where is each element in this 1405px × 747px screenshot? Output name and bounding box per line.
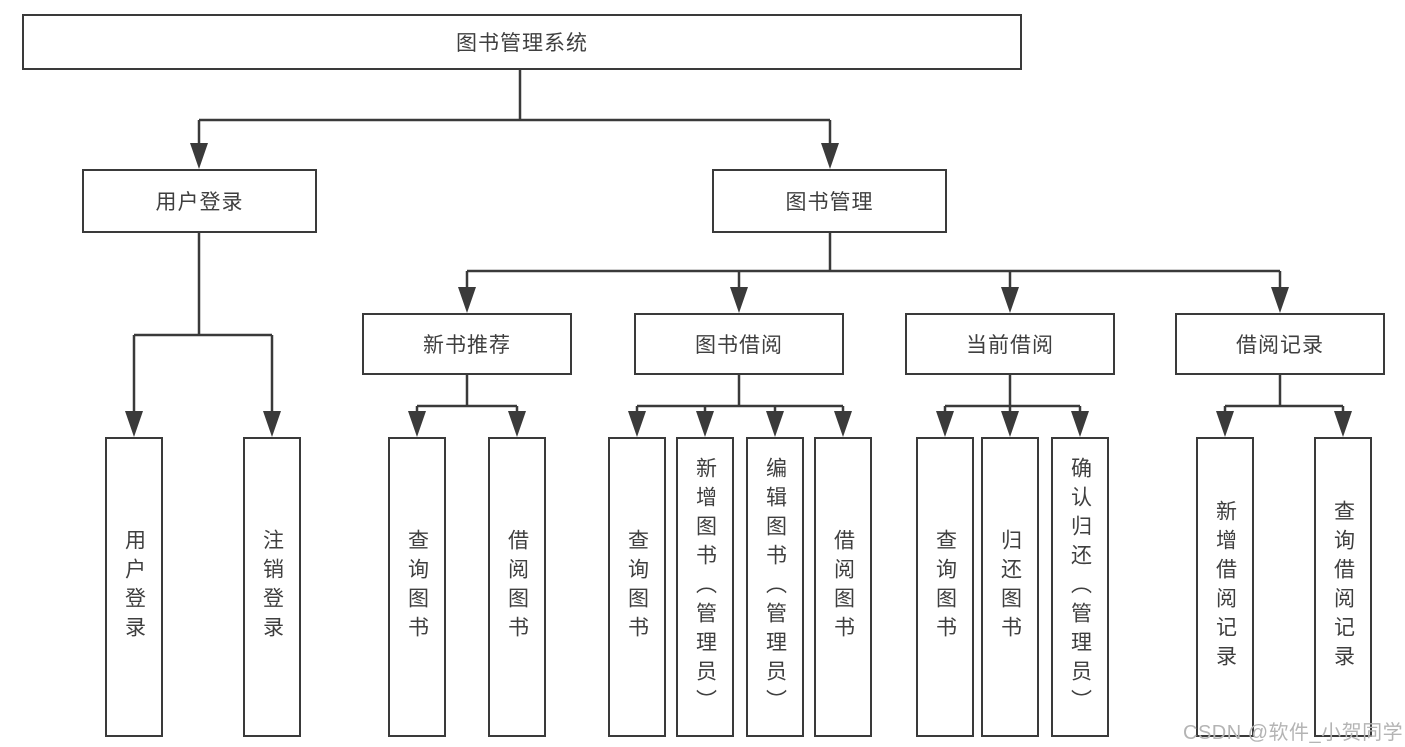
node-current-borrow: 当前借阅	[905, 313, 1115, 375]
node-book-borrow: 图书借阅	[634, 313, 844, 375]
node-borrow-records: 借阅记录	[1175, 313, 1385, 375]
leaf-query-borrow-record: 查询借阅记录	[1314, 437, 1372, 737]
leaf-query-books-current: 查询图书	[916, 437, 974, 737]
leaf-add-book-admin: 新增图书（管理员）	[676, 437, 734, 737]
node-user-login: 用户登录	[82, 169, 317, 233]
leaf-user-login: 用户登录	[105, 437, 163, 737]
node-new-book-recommend: 新书推荐	[362, 313, 572, 375]
arrowheads	[125, 143, 1352, 437]
leaf-borrow-books-recommend: 借阅图书	[488, 437, 546, 737]
leaf-query-books-borrow: 查询图书	[608, 437, 666, 737]
leaf-query-books-recommend: 查询图书	[388, 437, 446, 737]
leaf-return-book: 归还图书	[981, 437, 1039, 737]
connector-paths	[132, 70, 1345, 413]
leaf-logout: 注销登录	[243, 437, 301, 737]
node-root: 图书管理系统	[22, 14, 1022, 70]
leaf-confirm-return-admin: 确认归还（管理员）	[1051, 437, 1109, 737]
node-book-management: 图书管理	[712, 169, 947, 233]
csdn-watermark: CSDN @软件_小贺同学	[1183, 722, 1404, 744]
leaf-borrow-books: 借阅图书	[814, 437, 872, 737]
leaf-add-borrow-record: 新增借阅记录	[1196, 437, 1254, 737]
leaf-edit-book-admin: 编辑图书（管理员）	[746, 437, 804, 737]
